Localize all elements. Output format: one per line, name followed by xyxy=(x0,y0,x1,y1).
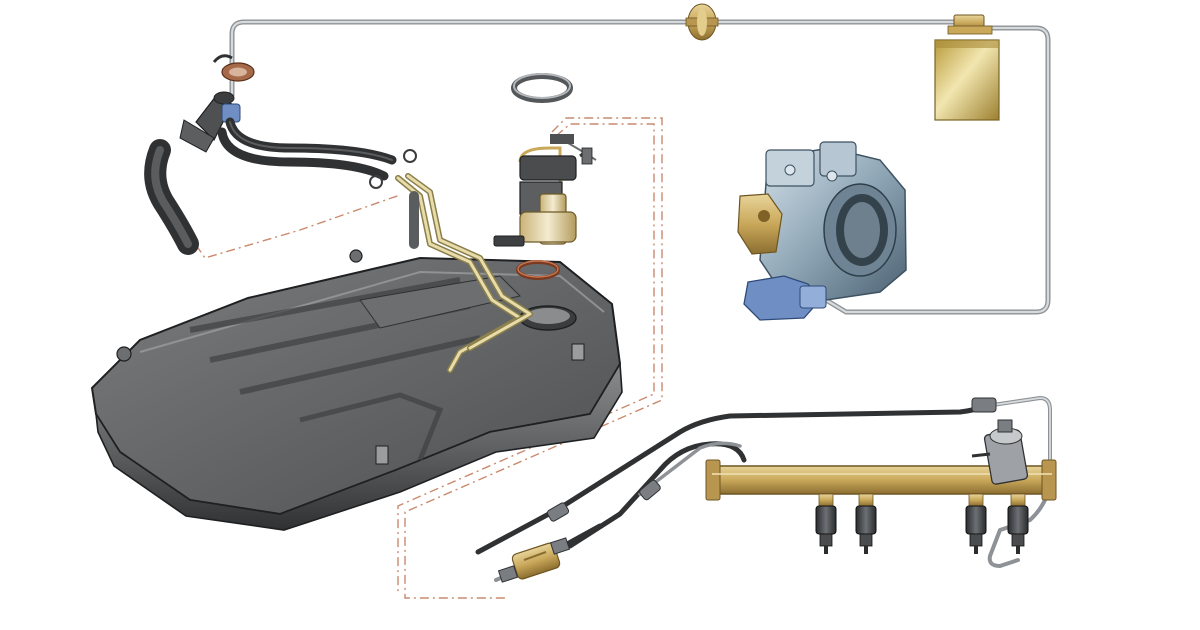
valve-icon xyxy=(685,3,719,41)
line-connectors xyxy=(546,397,997,522)
leader-pump-module xyxy=(404,117,663,599)
ring-icon xyxy=(511,73,573,103)
leader-filler-hose xyxy=(195,194,401,259)
throttle-body-icon xyxy=(737,141,907,321)
filler-neck-icon xyxy=(179,54,255,153)
hose-clamps xyxy=(369,149,417,189)
fuel-pump-icon xyxy=(493,134,597,247)
filter-icon xyxy=(497,537,571,583)
ring-icon xyxy=(516,260,560,280)
leader-pump-module-inner xyxy=(397,123,655,592)
canister-icon xyxy=(934,14,1000,121)
fuel-rail-icon xyxy=(705,459,1057,501)
fuel-tank-icon xyxy=(90,249,623,531)
regulator-icon xyxy=(971,419,1029,485)
tank-fuel-lines xyxy=(395,173,533,373)
injector-icon xyxy=(815,493,1029,554)
breather-hoses xyxy=(217,117,397,181)
hose-icon xyxy=(144,139,199,255)
leader-lines xyxy=(195,117,663,599)
